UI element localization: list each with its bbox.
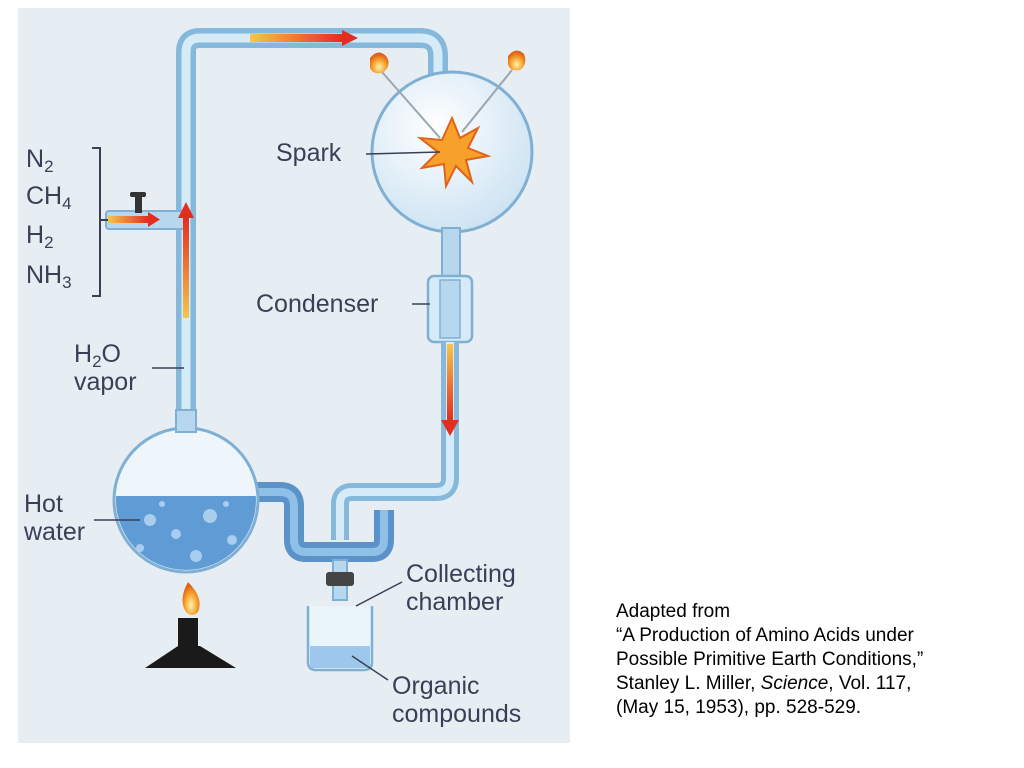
leader-spark bbox=[365, 151, 441, 155]
hot-water-label: Hot water bbox=[24, 490, 86, 546]
gas-label-ch4: CH4 bbox=[26, 182, 72, 213]
gas-label-nh3: NH3 bbox=[26, 261, 72, 292]
journal-name: Science bbox=[760, 673, 829, 694]
organic-compounds-label: Organic compounds bbox=[392, 672, 522, 728]
flask-stem bbox=[441, 227, 461, 279]
burner-base bbox=[145, 646, 236, 668]
bubbles bbox=[136, 501, 237, 562]
flow-arrow-inlet bbox=[108, 216, 148, 223]
spark-label: Spark bbox=[276, 139, 342, 167]
leader-collecting bbox=[355, 581, 403, 607]
electrode-left bbox=[381, 71, 441, 139]
burner-flame bbox=[182, 582, 200, 615]
citation-line-5: (May 15, 1953), pp. 528-529. bbox=[616, 697, 862, 718]
burner-body bbox=[178, 618, 198, 648]
organic-compounds-liquid bbox=[310, 646, 370, 668]
vapor-label: H2O vapor bbox=[74, 340, 137, 396]
flow-arrow-top bbox=[250, 34, 342, 42]
flask-neck bbox=[175, 409, 197, 433]
gas-label-n2: N2 bbox=[26, 145, 54, 176]
citation-line-2: “A Production of Amino Acids under bbox=[616, 625, 914, 646]
electrode-right bbox=[461, 69, 513, 133]
condenser-label: Condenser bbox=[256, 290, 379, 318]
collecting-chamber-label: Collecting chamber bbox=[406, 560, 516, 616]
citation-line-4: Stanley L. Miller, Science, Vol. 117, bbox=[616, 673, 912, 694]
citation: Adapted from “A Production of Amino Acid… bbox=[616, 600, 923, 720]
citation-line-1: Adapted from bbox=[616, 601, 731, 622]
stopcock bbox=[326, 572, 354, 586]
flow-arrow-condenser bbox=[447, 344, 453, 420]
citation-line-3: Possible Primitive Earth Conditions,” bbox=[616, 649, 924, 670]
leader-organic bbox=[351, 655, 389, 681]
electrode-flame-right bbox=[508, 50, 526, 71]
electrode-flame-left bbox=[370, 52, 389, 74]
gas-label-h2: H2 bbox=[26, 221, 54, 252]
gas-bracket bbox=[92, 147, 108, 297]
inlet-valve bbox=[135, 195, 142, 213]
flow-arrow-riser bbox=[183, 218, 189, 318]
spark-star bbox=[416, 115, 492, 190]
